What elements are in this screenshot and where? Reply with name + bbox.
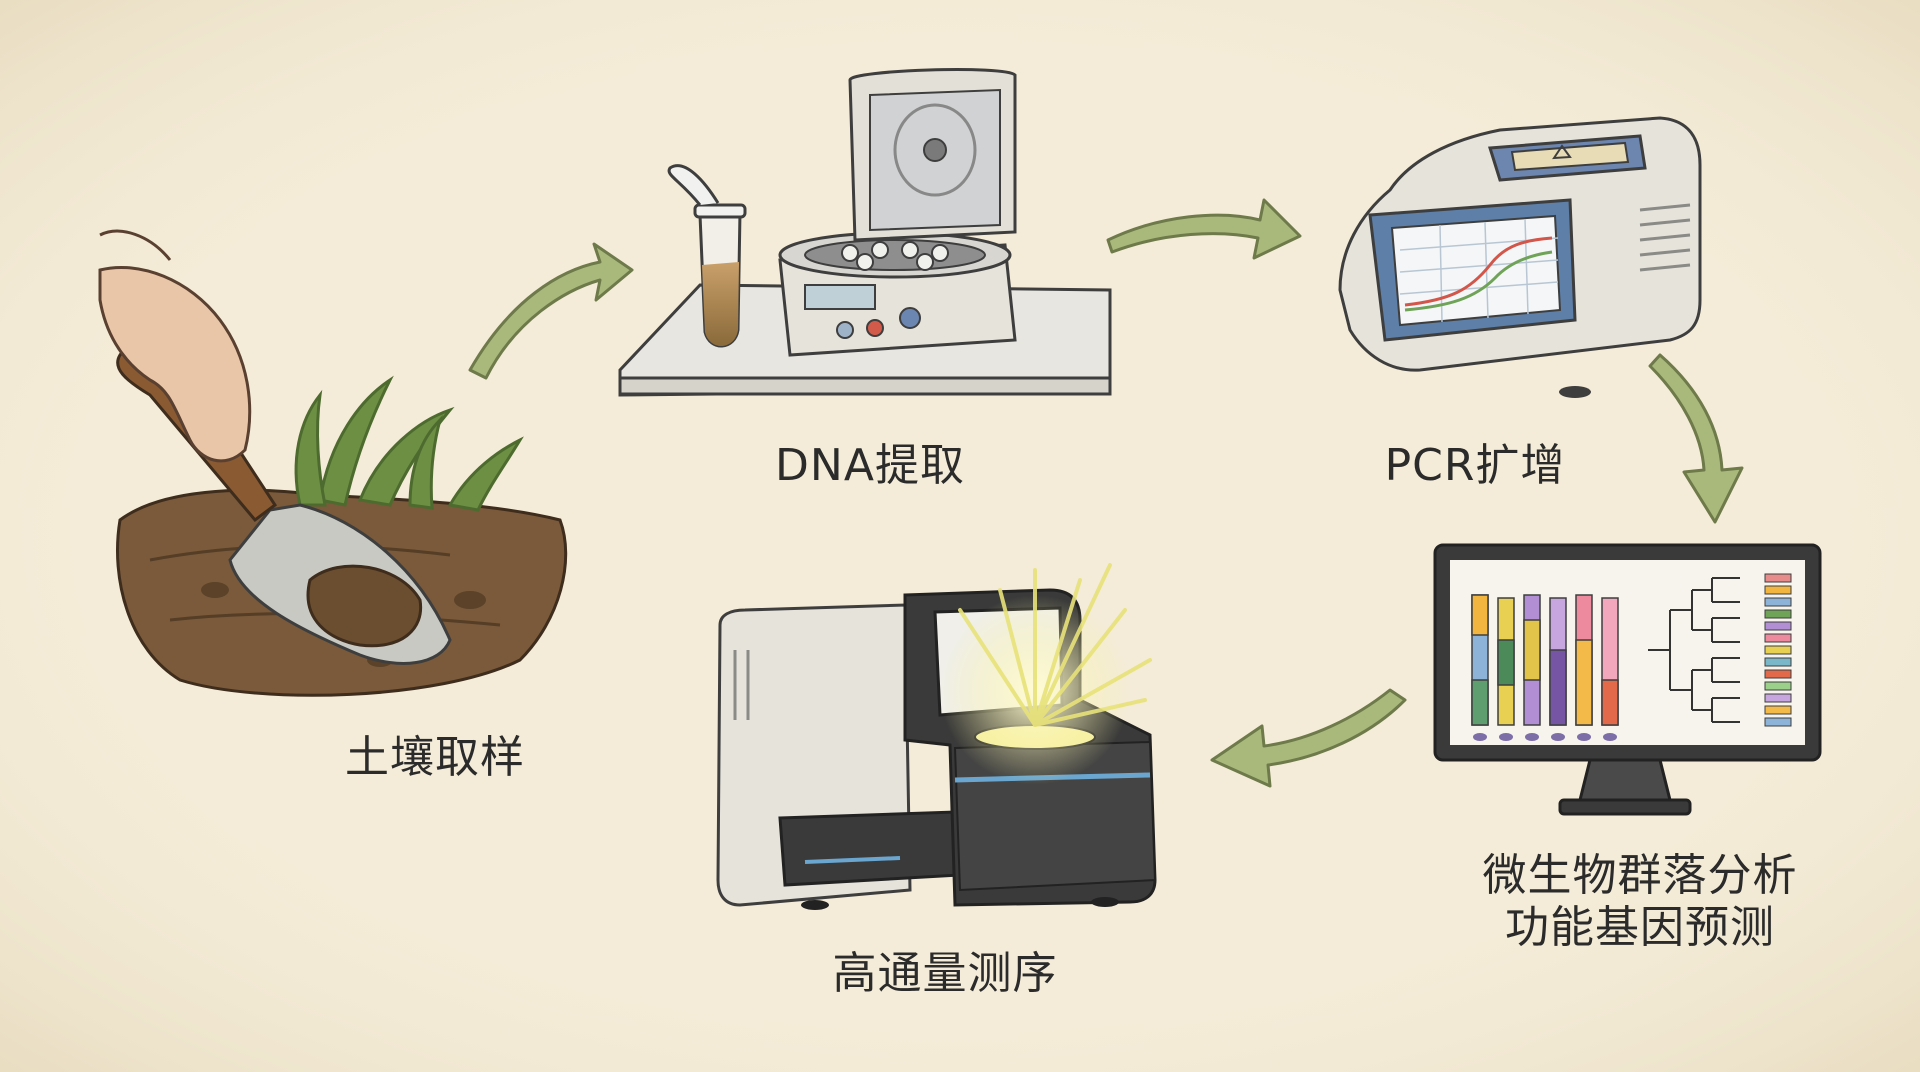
arrow-pcr-to-analysis [1648, 353, 1744, 524]
label-soil-sampling: 土壤取样 [345, 732, 525, 783]
thermal-cycler-icon [1338, 116, 1702, 398]
label-dna-extraction: DNA提取 [775, 440, 965, 491]
sequencer-icon [716, 563, 1157, 910]
label-high-throughput-sequencing: 高通量测序 [832, 948, 1058, 999]
label-pcr-amplification: PCR扩增 [1384, 440, 1566, 491]
arrow-soil-to-dna [468, 242, 634, 380]
arrow-analysis-to-seq [1210, 688, 1407, 788]
label-analysis: 微生物群落分析 功能基因预测 [1483, 850, 1798, 954]
arrow-dna-to-pcr [1106, 198, 1302, 260]
label-functional-gene-prediction: 功能基因预测 [1505, 901, 1775, 953]
label-community-analysis: 微生物群落分析 [1482, 850, 1798, 901]
centrifuge-tube-icon [618, 68, 1112, 397]
monitor-chart-icon [1433, 543, 1822, 816]
trowel-soil-icon [98, 229, 568, 697]
flow-arrows [468, 198, 1744, 788]
